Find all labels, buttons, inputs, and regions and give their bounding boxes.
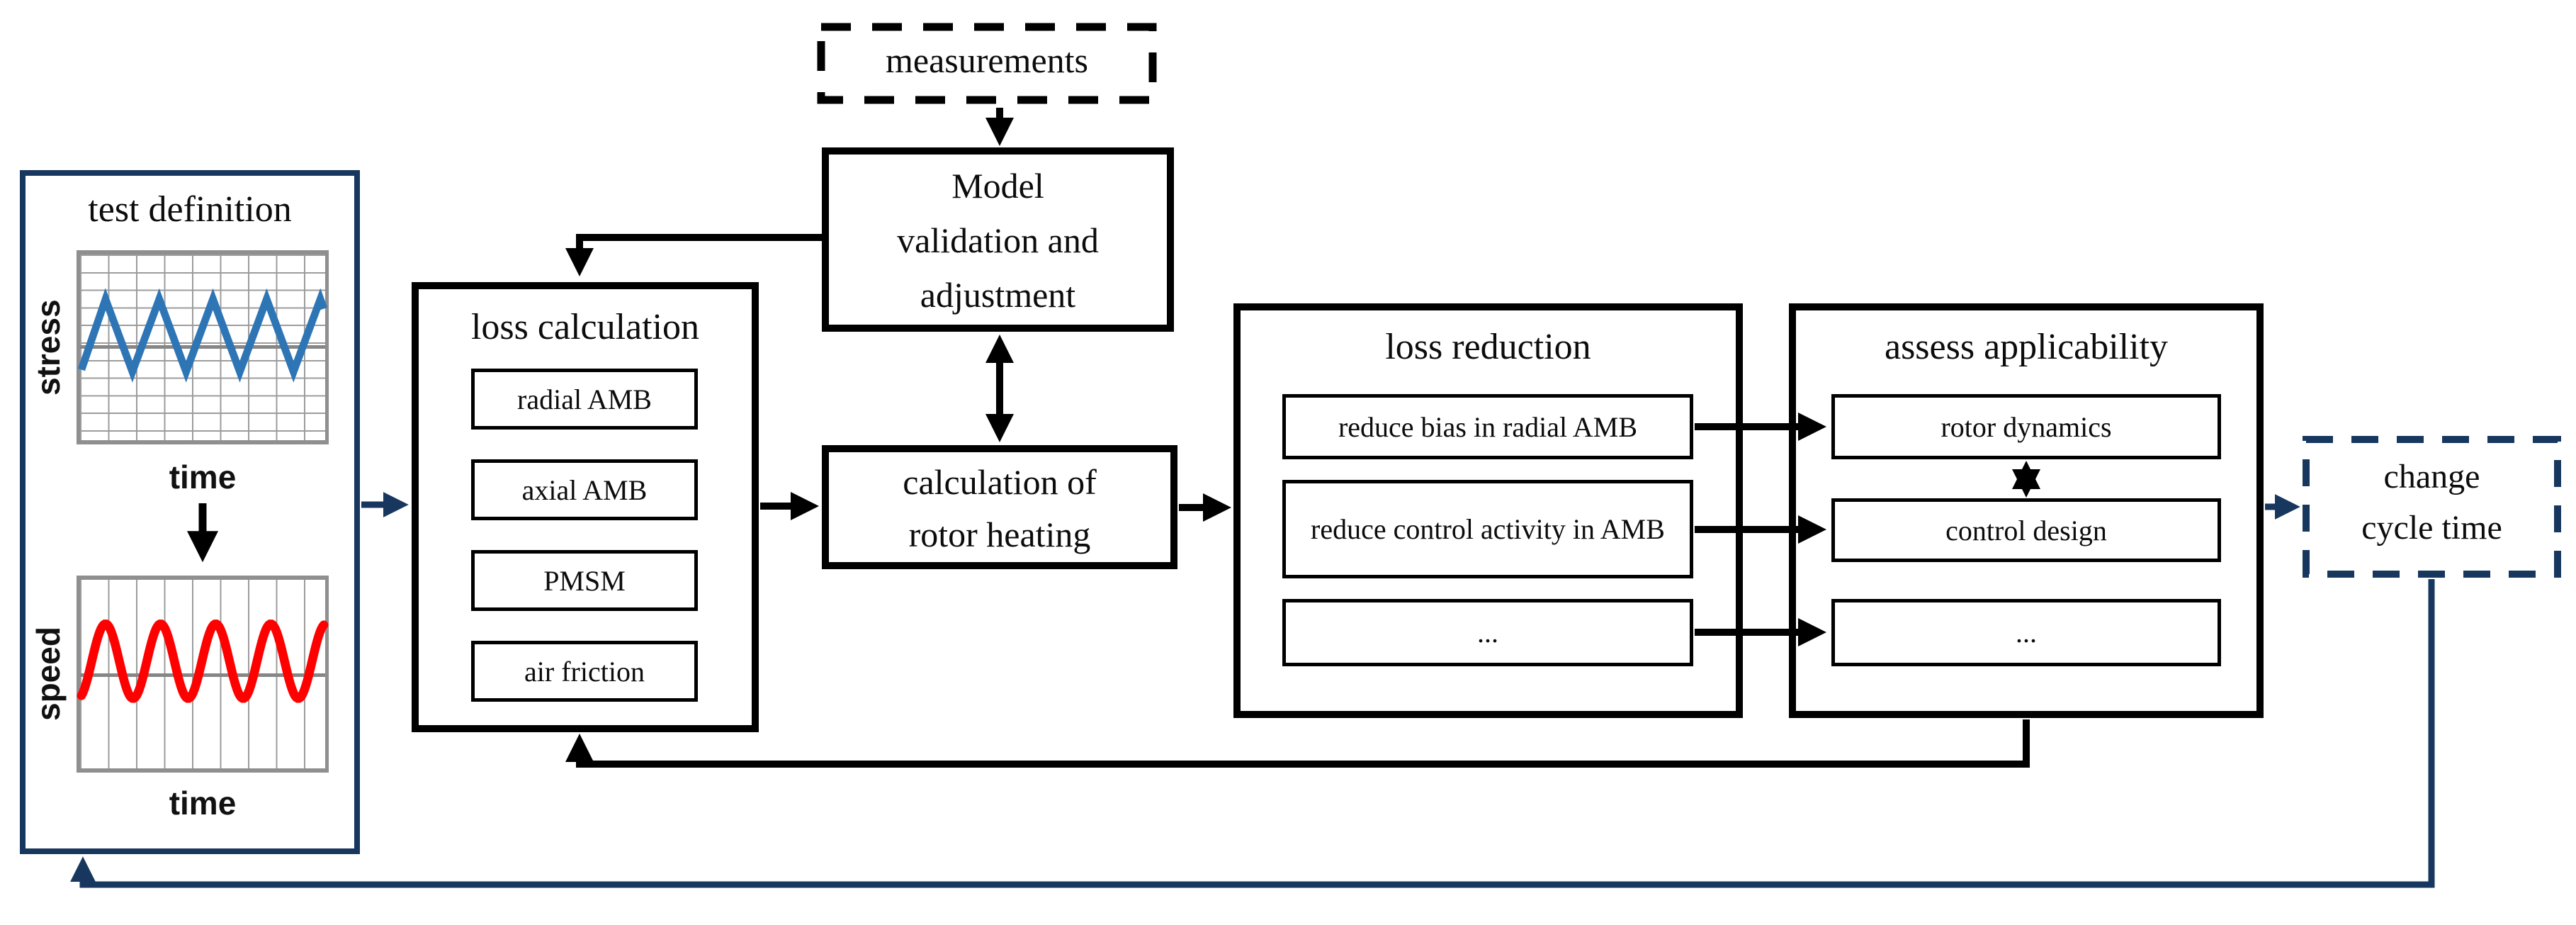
arrow-model-validation-to-loss-calculation — [565, 234, 823, 276]
stress-wave-svg — [77, 288, 328, 383]
test-definition-box: test definition stress time speed time — [20, 170, 360, 854]
measurements-box: measurements — [817, 23, 1157, 104]
test-definition-title: test definition — [88, 189, 292, 230]
change-cycle-time-box: change cycle time — [2303, 436, 2561, 578]
loss-calc-item-air-friction: air friction — [471, 641, 698, 702]
assess-item-ellipsis: ... — [1831, 599, 2221, 666]
model-validation-line-1: Model — [951, 166, 1044, 206]
loss-calc-item-radial-amb: radial AMB — [471, 369, 698, 430]
model-validation-box: Model validation and adjustment — [822, 147, 1174, 332]
loss-reduction-box: loss reduction reduce bias in radial AMB… — [1233, 303, 1743, 718]
stress-zero-line — [80, 345, 325, 349]
model-validation-line-3: adjustment — [920, 275, 1076, 315]
loss-reduction-item-reduce-bias: reduce bias in radial AMB — [1282, 394, 1693, 459]
measurements-dashed-border — [817, 23, 1157, 104]
change-cycle-time-line-2: cycle time — [2361, 509, 2502, 546]
loss-calculation-title: loss calculation — [470, 307, 700, 347]
change-cycle-time-dashed-border — [2303, 436, 2561, 578]
assess-applicability-box: assess applicability rotor dynamics cont… — [1789, 303, 2264, 718]
loss-reduction-item-ellipsis: ... — [1282, 599, 1693, 666]
speed-plot — [77, 576, 329, 773]
loss-reduction-item-reduce-control: reduce control activity in AMB — [1282, 480, 1693, 578]
speed-wave — [77, 620, 329, 703]
loss-calculation-box: loss calculation radial AMB axial AMB PM… — [412, 282, 759, 732]
model-validation-line-2: validation and — [897, 220, 1099, 260]
speed-axis-label: speed — [30, 627, 67, 722]
stress-plot — [77, 250, 329, 444]
assess-item-control-design: control design — [1831, 498, 2221, 562]
loss-calc-item-axial-amb: axial AMB — [471, 459, 698, 520]
rotor-heating-line-2: rotor heating — [908, 515, 1091, 554]
assess-applicability-title: assess applicability — [1884, 327, 2169, 367]
feedback-assess-applicability-to-loss-calculation — [565, 719, 2030, 768]
speed-wave-svg — [77, 620, 329, 703]
time-label-bottom: time — [169, 785, 237, 822]
time-label-top: time — [169, 459, 237, 495]
loss-reduction-item-reduce-control-text: reduce control activity in AMB — [1311, 513, 1665, 545]
rotor-heating-line-1: calculation of — [903, 462, 1097, 502]
change-cycle-time-line-1: change — [2383, 458, 2480, 495]
assess-item-rotor-dynamics: rotor dynamics — [1831, 394, 2221, 459]
measurements-label: measurements — [885, 40, 1088, 80]
loss-reduction-title: loss reduction — [1385, 327, 1591, 367]
stress-wave — [77, 288, 328, 383]
loss-calc-item-pmsm: PMSM — [471, 550, 698, 611]
rotor-heating-box: calculation of rotor heating — [822, 445, 1177, 569]
stress-axis-label: stress — [30, 299, 67, 396]
